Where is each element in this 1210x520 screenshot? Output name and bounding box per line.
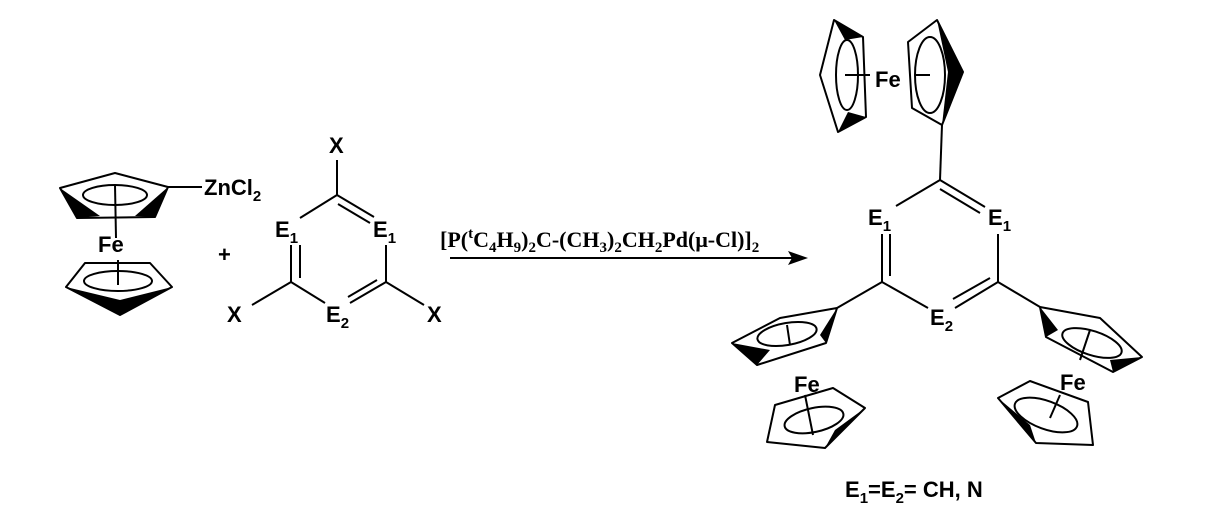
- zncl2-label: ZnCl2: [204, 175, 261, 205]
- e1-label-left: E1: [868, 205, 891, 235]
- e1-label-right: E1: [373, 217, 396, 247]
- ring-wedge: [135, 187, 168, 217]
- ring-wedge: [60, 188, 100, 218]
- reaction-arrow: [450, 251, 808, 265]
- fe-label-top: Fe: [875, 67, 901, 92]
- fe-label: Fe: [98, 232, 124, 257]
- fe-label-right: Fe: [1060, 370, 1086, 395]
- trihalo-heterocycle: X X X E1 E1 E2: [227, 133, 442, 332]
- ring-wedge: [66, 287, 120, 315]
- e2-label: E2: [930, 305, 953, 335]
- plus-sign: +: [218, 242, 231, 267]
- catalyst-label: [P(tC4H9)2C-(CH3)2CH2Pd(μ-Cl)]2: [440, 226, 759, 256]
- x-label-right: X: [427, 302, 442, 327]
- fe-bond: [114, 184, 117, 239]
- ring-wedge: [120, 287, 172, 315]
- substituent-caption: E1=E2= CH, N: [845, 477, 983, 507]
- cp-ring: [766, 387, 866, 449]
- x-label-top: X: [329, 133, 344, 158]
- e1-label-right: E1: [988, 205, 1011, 235]
- tris-ferrocenyl-product: E1 E1 E2 Fe Fe: [731, 19, 1143, 449]
- ferrocenyl-zinc-chloride: ZnCl2 Fe: [59, 172, 261, 316]
- e1-label-left: E1: [275, 217, 298, 247]
- e2-label: E2: [326, 302, 349, 332]
- x-label-left: X: [227, 302, 242, 327]
- cp-ring: [997, 380, 1094, 446]
